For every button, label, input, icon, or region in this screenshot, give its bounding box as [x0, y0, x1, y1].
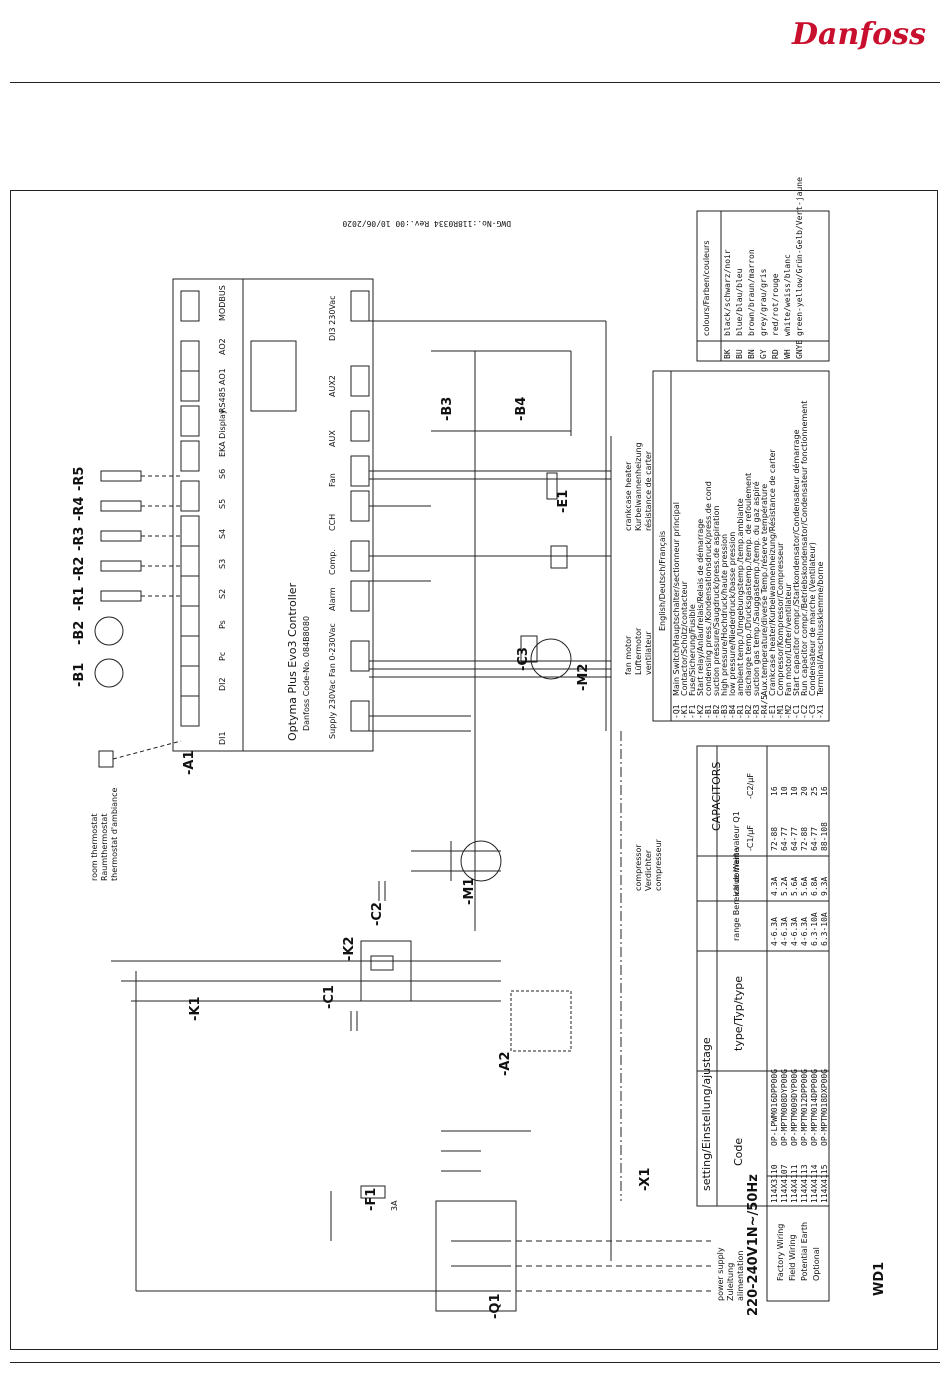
- colours-table-outline: [696, 210, 830, 362]
- block-s5: S5: [218, 498, 227, 509]
- line-legend-outline: [766, 1175, 830, 1302]
- ref-f1: -F1: [364, 1187, 379, 1211]
- fuse-rating: 3A: [390, 1200, 399, 1211]
- sensor-b2: -B2: [72, 620, 87, 645]
- settings-table-outline: [696, 745, 830, 1207]
- block-s2: S2: [218, 588, 227, 599]
- sensor-b1: -B1: [72, 662, 87, 687]
- block-rs485: RS485: [218, 387, 227, 413]
- block-s3: S3: [218, 558, 227, 569]
- controller-code: Danfoss Code-No. 084B8080: [302, 615, 311, 731]
- block-pc: Pc: [218, 651, 227, 661]
- ref-x1: -X1: [638, 1167, 653, 1191]
- ref-c1: -C1: [322, 985, 337, 1009]
- block-aux: AUX: [328, 430, 337, 447]
- block-ao1: AO1: [218, 368, 227, 385]
- colours-title: colours/Farben/couleurs: [702, 240, 711, 337]
- block-s4: S4: [218, 528, 227, 539]
- sheet-id: WD1: [872, 1261, 887, 1296]
- ref-b4: -B4: [514, 396, 529, 421]
- ref-m1: -M1: [462, 877, 477, 905]
- block-supply: Supply 230Vac: [328, 679, 337, 739]
- controller-outline: [172, 278, 374, 752]
- sensor-r1: -R1: [72, 586, 87, 611]
- ref-e1: -E1: [556, 489, 571, 513]
- ref-q1: -Q1: [488, 1293, 503, 1320]
- sensor-r4: -R4: [72, 496, 87, 521]
- ref-c2: -C2: [370, 902, 385, 926]
- controller-ref: -A1: [182, 750, 197, 775]
- block-comp: Comp.: [328, 549, 337, 575]
- ref-k1: -K1: [188, 996, 203, 1021]
- ref-c3: -C3: [516, 647, 531, 671]
- block-di1: DI1: [218, 731, 227, 745]
- block-cch: CCH: [328, 513, 337, 531]
- logo-text: Danfoss: [791, 17, 926, 52]
- block-alarm: Alarm: [328, 587, 337, 611]
- terminal-blocks: [180, 290, 370, 732]
- ref-k2: -K2: [342, 936, 357, 961]
- wiring-lines: [94, 210, 830, 1312]
- diagram-frame: DWG-No.:118R0334 Rev.:00 10/06/2020 Opty…: [10, 177, 938, 1350]
- block-modbus: MODBUS: [218, 285, 227, 321]
- dwg-number: DWG-No.:118R0334 Rev.:00 10/06/2020: [342, 219, 511, 228]
- danfoss-logo: Danfoss: [791, 17, 926, 52]
- settings-title: setting/Einstellung/ajustage: [700, 1037, 713, 1191]
- designations-table-outline: [652, 370, 830, 722]
- controller-title: Optyma Plus Evo3 Controller: [286, 582, 299, 741]
- ref-a2: -A2: [498, 1051, 513, 1076]
- sensor-r3: -R3: [72, 526, 87, 551]
- block-ao2: AO2: [218, 338, 227, 355]
- sensor-r5: -R5: [72, 466, 87, 491]
- block-di3: DI3 230Vac: [328, 295, 337, 341]
- ref-b3: -B3: [440, 396, 455, 421]
- block-eka: EKA Display: [218, 409, 227, 457]
- supply-rating: 220-240V1N~/50Hz: [746, 1174, 761, 1316]
- header-rule: [10, 82, 940, 83]
- block-fan: Fan 0-230Vac: [328, 623, 337, 677]
- block-di2: DI2: [218, 677, 227, 691]
- block-s6: S6: [218, 468, 227, 479]
- sensor-r2: -R2: [72, 556, 87, 581]
- designations-title: English/Deutsch/Français: [658, 530, 667, 631]
- capacitors-title: CAPACITORS: [710, 761, 723, 831]
- block-ps: Ps: [218, 620, 227, 629]
- footer-rule: [10, 1362, 940, 1363]
- ref-m2: -M2: [576, 663, 591, 691]
- block-aux2: AUX2: [328, 375, 337, 397]
- block-fan2: Fan: [328, 473, 337, 487]
